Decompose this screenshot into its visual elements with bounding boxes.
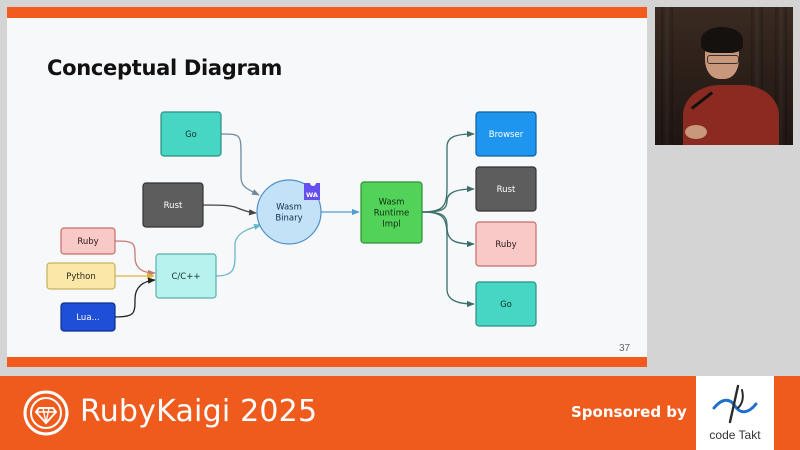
- edge-rust-src-to-wasm-binary: [202, 204, 257, 216]
- node-label: Ruby: [77, 237, 98, 247]
- slide-page-number: 37: [619, 343, 631, 354]
- slide-top-accent-bar: [7, 7, 647, 18]
- node-go-src: Go: [160, 111, 222, 157]
- node-label: Rust: [497, 185, 516, 195]
- edge-wasm-runtime-to-browser: [421, 130, 475, 213]
- node-shape: [60, 227, 116, 255]
- edge-wasm-runtime-to-rust-dst: [421, 185, 475, 213]
- node-label: Lua...: [76, 313, 99, 323]
- node-shape: [160, 111, 222, 157]
- conference-banner: RubyKaigi 2025 Sponsored by: [0, 376, 800, 450]
- node-ruby-dst: Ruby: [475, 221, 537, 267]
- node-label: Rust: [164, 201, 183, 211]
- edge-lua-src-to-c-cpp: [114, 277, 156, 318]
- speaker-hand: [685, 125, 707, 139]
- node-shape: [360, 181, 423, 244]
- speaker-camera-feed: [655, 7, 793, 145]
- node-label: Go: [500, 300, 512, 310]
- node-label: Ruby: [495, 240, 516, 250]
- node-browser: Browser: [475, 111, 537, 157]
- node-shape: [142, 182, 204, 228]
- curtain-fold: [661, 7, 673, 145]
- node-label: Python: [66, 272, 95, 282]
- edge-wasm-runtime-to-ruby-dst: [421, 211, 475, 248]
- edge-wasm-runtime-to-go-dst: [421, 211, 475, 308]
- edge-ruby-src-to-c-cpp: [114, 240, 156, 277]
- conference-name: RubyKaigi 2025: [80, 394, 318, 429]
- node-shape: [60, 302, 116, 332]
- node-shape: [46, 262, 116, 290]
- rubykaigi-logo-icon: [23, 390, 69, 436]
- sponsor-name: code Takt: [709, 428, 761, 442]
- node-shape: [475, 111, 537, 157]
- node-rust-dst: Rust: [475, 166, 537, 212]
- node-label: C/C++: [172, 272, 201, 282]
- node-ruby-src: Ruby: [60, 227, 116, 255]
- node-rust-src: Rust: [142, 182, 204, 228]
- slide-bottom-accent-bar: [7, 357, 647, 367]
- webassembly-badge-label: WA: [306, 191, 318, 199]
- node-go-dst: Go: [475, 281, 537, 327]
- edge-c-cpp-to-wasm-binary: [215, 223, 262, 277]
- webassembly-logo-icon: WA: [304, 183, 320, 200]
- node-lua-src: Lua...: [60, 302, 116, 332]
- node-shape: [475, 166, 537, 212]
- node-label: Go: [185, 130, 197, 140]
- node-shape: [155, 253, 217, 299]
- node-python-src: Python: [46, 262, 116, 290]
- node-label: Browser: [489, 130, 524, 140]
- node-c-cpp: C/C++: [155, 253, 217, 299]
- sponsor-logo-card: code Takt: [696, 376, 774, 450]
- node-shape: [475, 281, 537, 327]
- edge-go-src-to-wasm-binary: [220, 133, 260, 196]
- slide-title: Conceptual Diagram: [47, 56, 283, 80]
- node-shape: [475, 221, 537, 267]
- speaker-glasses: [707, 55, 739, 64]
- codetakt-logo-icon: [712, 384, 758, 424]
- sponsored-by-label: Sponsored by: [571, 403, 687, 421]
- speaker-hair: [701, 27, 743, 53]
